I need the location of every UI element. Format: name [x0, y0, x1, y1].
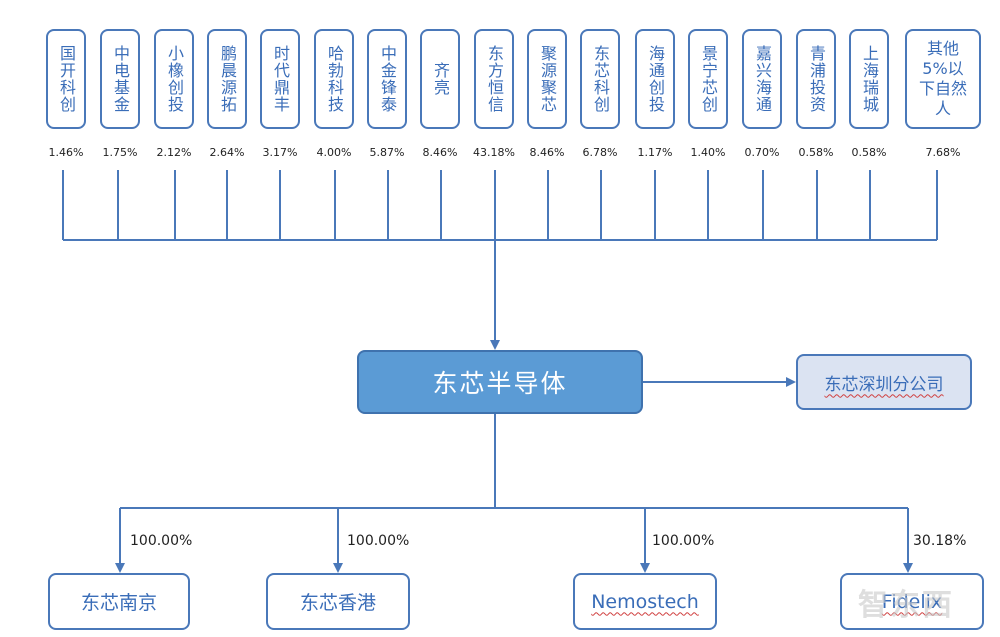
shareholder-pct: 0.58%	[851, 146, 887, 159]
shareholder-pct: 0.70%	[744, 146, 780, 159]
shareholder-box: 嘉兴海通	[742, 29, 782, 129]
shareholder-pct: 1.46%	[48, 146, 84, 159]
shareholder-box: 其他5%以下自然人	[905, 29, 981, 129]
shareholder-pct: 5.87%	[369, 146, 405, 159]
shareholder-box: 东方恒信	[474, 29, 514, 129]
shareholder-pct: 8.46%	[422, 146, 458, 159]
shareholder-box: 上海瑞城	[849, 29, 889, 129]
shareholder-pct: 8.46%	[529, 146, 565, 159]
shareholder-box: 国开科创	[46, 29, 86, 129]
subsidiary-pct: 100.00%	[347, 533, 410, 549]
shareholder-pct: 3.17%	[262, 146, 298, 159]
shareholder-pct: 2.64%	[209, 146, 245, 159]
shareholder-box: 中电基金	[100, 29, 140, 129]
shareholder-box: 聚源聚芯	[527, 29, 567, 129]
shareholder-box: 小橡创投	[154, 29, 194, 129]
shareholder-pct: 0.58%	[798, 146, 834, 159]
subsidiary-label: Nemostech	[591, 590, 699, 613]
branch-box: 东芯深圳分公司	[796, 354, 972, 410]
subsidiary-box: Fidelix	[840, 573, 984, 630]
shareholder-box: 景宁芯创	[688, 29, 728, 129]
shareholder-box: 哈勃科技	[314, 29, 354, 129]
shareholder-pct: 1.75%	[102, 146, 138, 159]
subsidiary-box: 东芯香港	[266, 573, 410, 630]
subsidiary-box: 东芯南京	[48, 573, 190, 630]
shareholder-pct: 1.40%	[690, 146, 726, 159]
shareholder-box: 中金锋泰	[367, 29, 407, 129]
shareholder-pct: 6.78%	[582, 146, 618, 159]
shareholder-box: 东芯科创	[580, 29, 620, 129]
shareholder-pct: 1.17%	[637, 146, 673, 159]
shareholder-box: 海通创投	[635, 29, 675, 129]
shareholder-pct: 2.12%	[156, 146, 192, 159]
shareholder-box: 齐亮	[420, 29, 460, 129]
shareholder-box: 鹏晨源拓	[207, 29, 247, 129]
subsidiary-pct: 30.18%	[913, 533, 967, 549]
shareholder-box: 时代鼎丰	[260, 29, 300, 129]
subsidiary-pct: 100.00%	[652, 533, 715, 549]
subsidiary-label: Fidelix	[881, 590, 943, 613]
subsidiary-pct: 100.00%	[130, 533, 193, 549]
shareholder-pct: 4.00%	[316, 146, 352, 159]
subsidiary-box: Nemostech	[573, 573, 717, 630]
company-box: 东芯半导体	[357, 350, 643, 414]
shareholder-pct: 7.68%	[925, 146, 961, 159]
branch-label: 东芯深圳分公司	[824, 374, 944, 395]
shareholder-pct: 43.18%	[473, 146, 515, 159]
shareholder-box: 青浦投资	[796, 29, 836, 129]
